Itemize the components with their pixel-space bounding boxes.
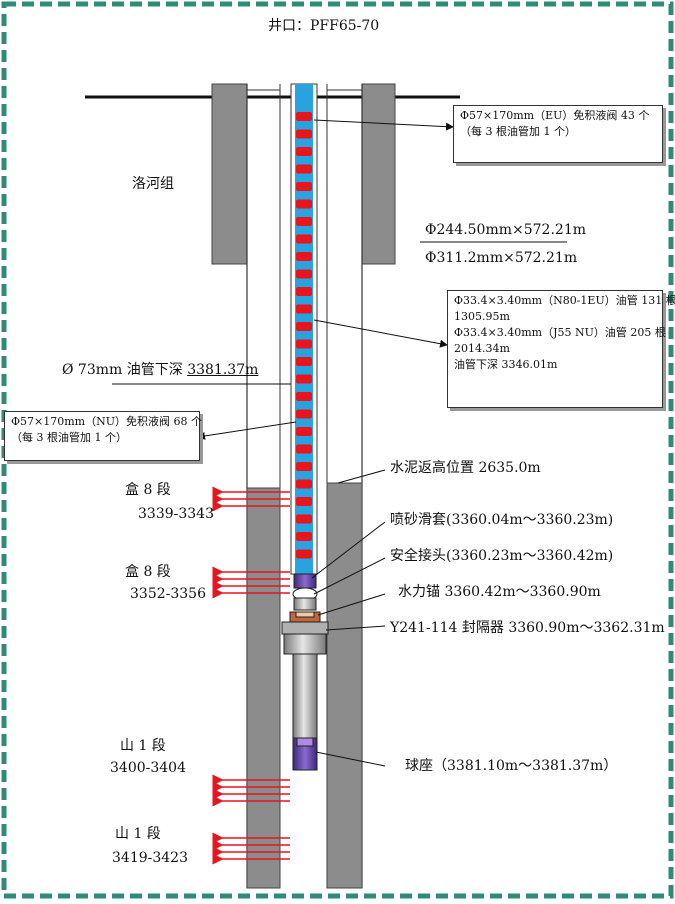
eu-valve-callout: Φ57×170mm（EU）免积液阀 43 个 （每 3 根油管加 1 个） [453, 105, 663, 163]
casing-spec-upper: Φ244.50mm×572.21m [425, 222, 587, 238]
sand-sleeve-label: 喷砂滑套(3360.04m～3360.23m) [390, 512, 614, 528]
nu-valve-line1: Φ57×170mm（NU）免积液阀 68 个 [11, 415, 202, 428]
valve-mark [296, 112, 312, 121]
valve-mark [296, 252, 312, 261]
valve-group [296, 112, 312, 559]
eu-valve-leader [313, 119, 454, 131]
well-title: 井口：PFF65-70 [268, 18, 380, 34]
valve-mark [296, 287, 312, 296]
nu-valve-callout: Φ57×170mm（NU）免积液阀 68 个 （每 3 根油管加 1 个） [4, 411, 202, 461]
valve-mark [296, 409, 312, 419]
valve-mark [296, 339, 312, 349]
valve-mark [296, 217, 312, 226]
zone-4-name: 山 1 段 [115, 826, 161, 842]
safety-joint-leader [313, 557, 386, 595]
packer-label: Y241-114 封隔器 3360.90m～3362.31m [390, 620, 665, 636]
tubing-line4: 2014.34m [454, 342, 510, 355]
valve-mark [296, 497, 312, 506]
valve-mark [296, 549, 312, 559]
valve-mark [296, 269, 312, 279]
valve-mark [296, 427, 312, 436]
cement-right [326, 482, 363, 889]
valve-mark [296, 304, 312, 314]
tubing-depth-prefix: Ø 73mm 油管下深 [62, 362, 188, 378]
tubing-line2: 1305.95m [454, 310, 510, 323]
tubing-line5: 油管下深 3346.01m [454, 358, 558, 371]
eu-valve-line1: Φ57×170mm（EU）免积液阀 43 个 [460, 109, 650, 122]
formation-label: 洛河组 [132, 176, 174, 192]
zone-2-name: 盒 8 段 [125, 564, 171, 580]
anchor-leader [317, 593, 386, 616]
zone-2-range: 3352-3356 [130, 586, 206, 602]
packer-leader [325, 625, 386, 631]
casing-spec-lower: Φ311.2mm×572.21m [425, 250, 578, 266]
valve-mark [296, 462, 312, 471]
valve-mark [296, 392, 312, 401]
surface-casing-right [361, 83, 396, 265]
valve-mark [296, 164, 312, 174]
valve-mark [296, 444, 312, 454]
valve-mark [296, 532, 312, 541]
anchor-cap [295, 611, 315, 618]
packer-body [281, 621, 329, 635]
anchor-label: 水力锚 3360.42m～3360.90m [398, 584, 601, 600]
ball-seat-leader [315, 751, 386, 767]
tubing-line1: Φ33.4×3.40mm（N80-1EU）油管 131 根 [454, 294, 675, 307]
zone-3-range: 3400-3404 [110, 760, 186, 776]
ball-seat-cap [296, 737, 314, 747]
valve-mark [296, 199, 312, 209]
cement-leader [337, 469, 386, 484]
tubing-leader [313, 319, 448, 348]
valve-mark [296, 147, 312, 156]
tail-pipe [292, 653, 318, 739]
safety-joint-body [293, 597, 317, 611]
nu-valve-line2: （每 3 根油管加 1 个） [11, 431, 127, 444]
sand-sleeve [293, 573, 317, 589]
tubing-callout: Φ33.4×3.40mm（N80-1EU）油管 131 根 1305.95m Φ… [447, 290, 675, 408]
tubing-line3: Φ33.4×3.40mm（J55 NU）油管 205 根 [454, 326, 666, 339]
zone-1-range: 3339-3343 [138, 506, 214, 522]
sand-sleeve-leader [311, 521, 386, 579]
valve-mark [296, 357, 312, 366]
packer-element [283, 633, 327, 655]
valve-mark [296, 234, 312, 244]
zone-3-name: 山 1 段 [120, 738, 166, 754]
zone-4-range: 3419-3423 [112, 850, 188, 866]
valve-mark [296, 374, 312, 384]
tubing-depth-label: Ø 73mm 油管下深 3381.37m [62, 362, 258, 378]
valve-mark [296, 514, 312, 524]
zone-1-name: 盒 8 段 [125, 482, 171, 498]
nu-valve-leader [197, 421, 297, 440]
eu-valve-line2: （每 3 根油管加 1 个） [460, 125, 576, 138]
ball-seat-label: 球座（3381.10m～3381.37m） [405, 758, 618, 774]
perforation-group [212, 486, 290, 865]
safety-joint-label: 安全接头(3360.23m～3360.42m) [390, 548, 614, 564]
valve-mark [296, 129, 312, 139]
tubing-depth-value: 3381.37m [187, 362, 259, 378]
valve-mark [296, 479, 312, 489]
cement-top-label: 水泥返高位置 2635.0m [390, 460, 541, 476]
valve-mark [296, 182, 312, 191]
surface-casing-left [211, 83, 248, 265]
cement-left [246, 487, 281, 889]
valve-mark [296, 322, 312, 331]
